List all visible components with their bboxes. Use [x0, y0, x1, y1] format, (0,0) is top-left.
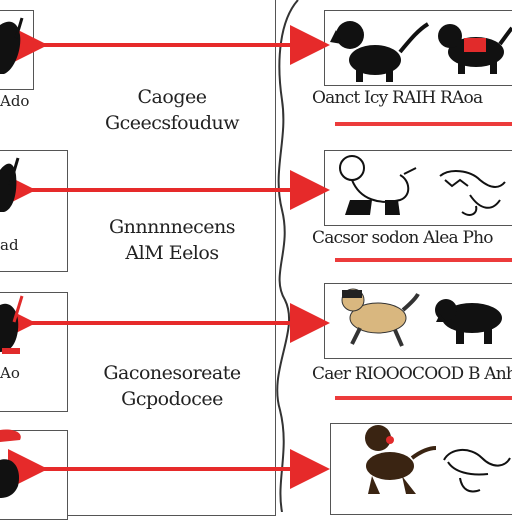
dog-black-puppy-1 — [330, 21, 430, 82]
caption-row-3: Gaconesoreate Gcpodocee — [82, 360, 262, 412]
red-bar-row-3 — [335, 396, 512, 400]
caption-row-3-line-1: Gaconesoreate — [103, 362, 241, 384]
dog-black-walking — [435, 299, 502, 344]
left-figure-row-3 — [0, 295, 24, 354]
dog-black-puppy-red-harness — [438, 24, 512, 74]
dog-outline-sketch — [439, 170, 506, 216]
caption-row-2: Gnnnnnecens AlM Eelos — [82, 214, 262, 266]
left-figure-row-1 — [0, 17, 24, 74]
caption-row-1: Caogee Gceecsfouduw — [82, 84, 262, 136]
dog-tan-walking — [341, 288, 420, 347]
dog-outline-sitting — [339, 155, 417, 215]
connector-line — [276, 0, 299, 512]
right-label-row-2: Cacsor sodon Alea Pho — [312, 228, 494, 248]
caption-row-1-line-1: Caogee — [137, 86, 207, 108]
red-bar-row-1 — [335, 122, 512, 126]
left-label-row-2: ad — [0, 236, 19, 254]
caption-row-3-line-2: Gcpodocee — [121, 388, 223, 410]
caption-row-2-line-2: AlM Eelos — [125, 242, 219, 264]
caption-row-1-line-2: Gceecsfouduw — [104, 112, 240, 134]
left-figure-row-2 — [0, 157, 20, 212]
right-label-row-3: Caer RIOOOCOOD B Anh — [312, 364, 512, 384]
caption-row-2-line-1: Gnnnnnecens — [109, 216, 235, 238]
red-bar-row-2 — [335, 258, 512, 262]
center-column-panel — [68, 0, 276, 516]
left-figure-row-4 — [0, 429, 21, 498]
left-label-row-1: Ado — [0, 92, 30, 110]
dog-rottweiler-sitting — [365, 425, 437, 494]
left-label-row-3: Ao — [0, 364, 20, 382]
right-label-row-1: Oanct Icy RAIH RAoa — [312, 88, 483, 108]
dog-outline-sketch-2 — [443, 449, 511, 493]
